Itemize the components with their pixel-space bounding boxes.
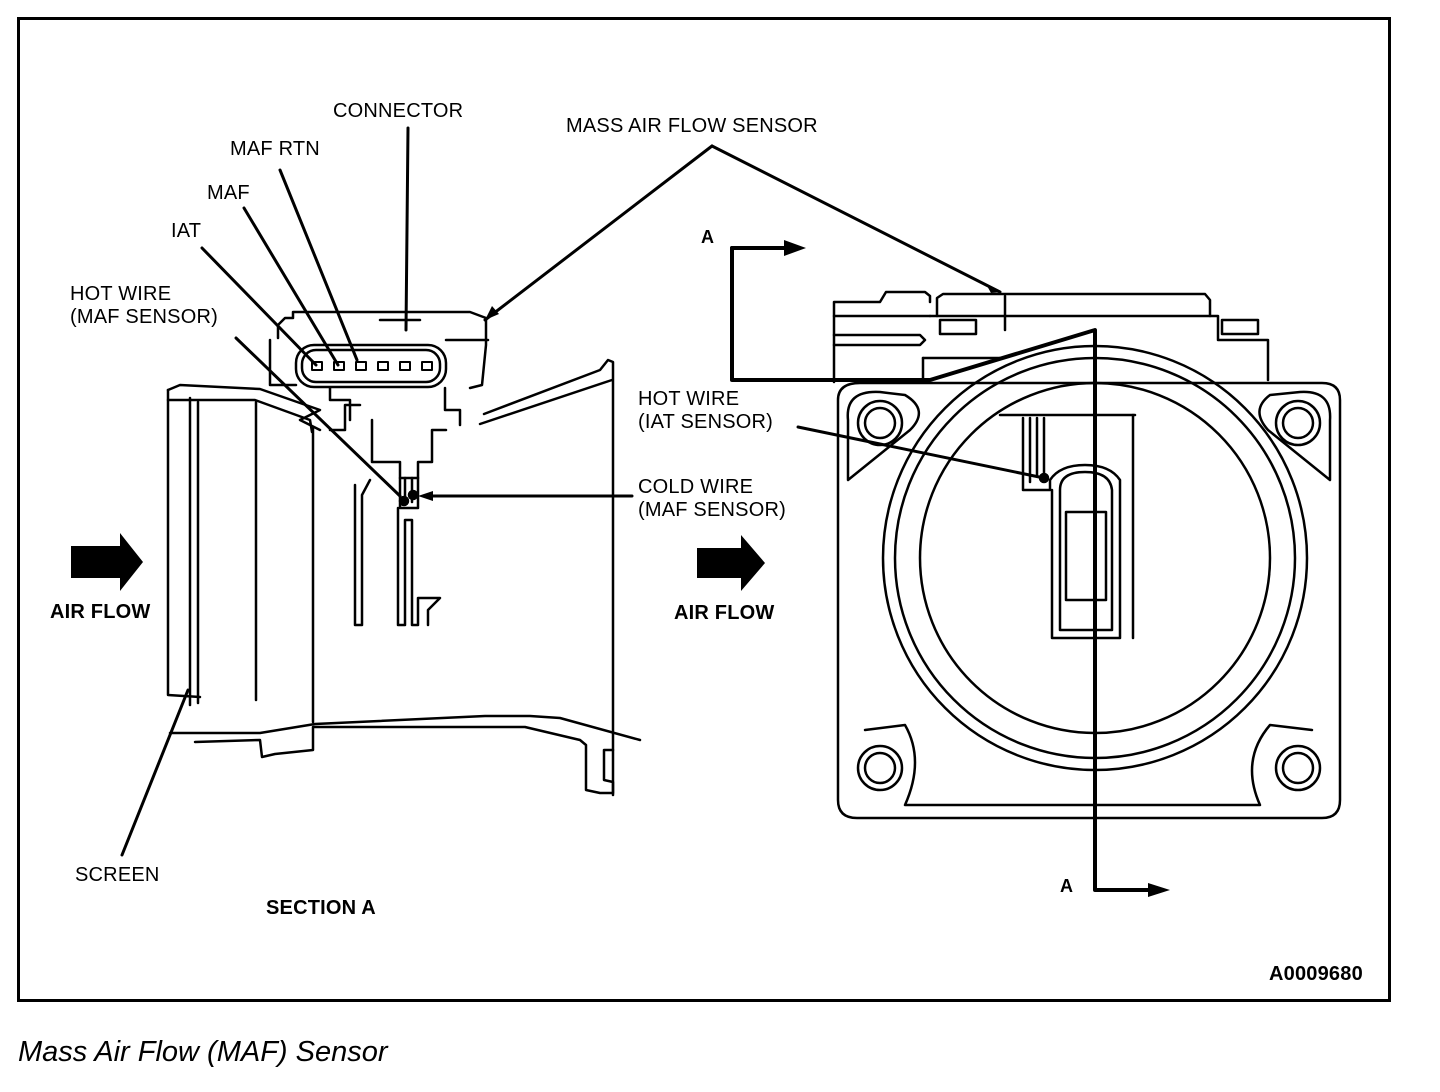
section-arrow-bottom [1148,883,1170,897]
section-a-connector [270,312,488,425]
label-screen: SCREEN [75,864,160,886]
label-hot-wire-iat-line2: (IAT SENSOR) [638,411,774,433]
diagram-caption: Mass Air Flow (MAF) Sensor [18,1036,388,1068]
air-flow-arrow-left-icon [71,533,143,591]
hot-wire-maf-dot [400,497,408,505]
label-cold-wire-line2: (MAF SENSOR) [638,499,786,521]
front-view-leader-lines [712,146,1044,478]
label-hot-wire-maf-line1: HOT WIRE [70,283,172,305]
sensor-front-body [834,292,1340,818]
section-cut-line [732,248,1150,890]
label-mass-air-flow-sensor: MASS AIR FLOW SENSOR [566,115,818,137]
air-flow-arrow-right-icon [697,535,765,591]
label-hot-wire-iat-line1: HOT WIRE [638,388,740,410]
cold-wire-arrowhead [418,491,433,501]
label-cold-wire-line1: COLD WIRE [638,476,754,498]
section-arrow-top [784,240,806,256]
label-iat: IAT [171,220,202,242]
figure-id: A0009680 [1269,963,1363,985]
label-section-a: SECTION A [266,897,376,919]
label-section-marker-top: A [701,227,715,247]
label-maf-rtn: MAF RTN [230,138,320,160]
cold-wire-maf-dot [409,491,417,499]
label-air-flow-right: AIR FLOW [674,602,775,624]
label-air-flow-left: AIR FLOW [50,601,151,623]
label-hot-wire-maf-line2: (MAF SENSOR) [70,306,218,328]
label-connector: CONNECTOR [333,100,464,122]
label-section-marker-bottom: A [1060,876,1074,896]
section-a-leader-lines [122,128,712,855]
mass-air-flow-sensor-arrowhead [986,284,1000,293]
section-a-body [168,360,640,795]
label-maf: MAF [207,182,250,204]
connector-pins [312,362,432,370]
connector-arrowhead [485,306,499,320]
diagram-frame [17,17,1391,1002]
